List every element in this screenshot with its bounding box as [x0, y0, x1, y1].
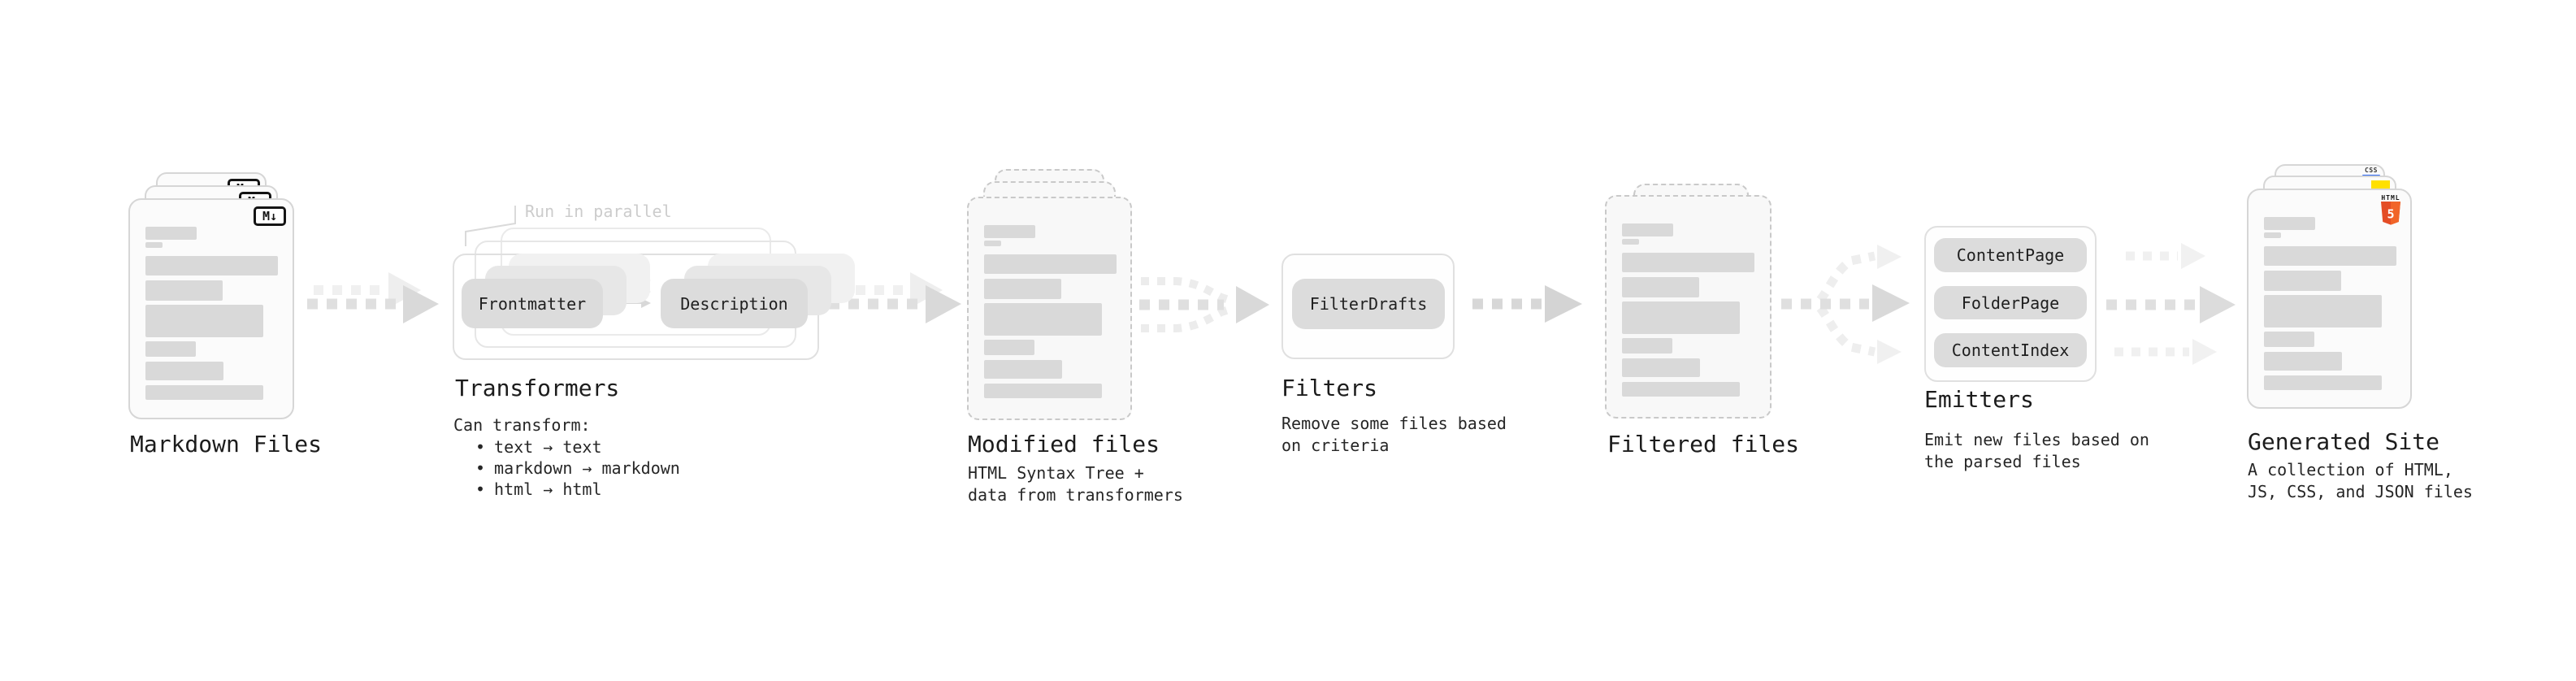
emitters-description-line: the parsed files	[1924, 452, 2081, 471]
transformers-bullet: • markdown → markdown	[475, 460, 680, 476]
site-card-front: HTML 5	[2247, 189, 2412, 409]
skeleton-line	[145, 256, 278, 275]
skeleton-line	[1622, 223, 1673, 236]
skeleton-line	[984, 360, 1062, 379]
dashed-file-card-front	[1605, 195, 1772, 419]
skeleton-line	[984, 254, 1117, 274]
node-transformers: Run in parallel Frontmatter Description …	[453, 202, 855, 512]
filterdrafts-pill: FilterDrafts	[1292, 279, 1445, 329]
file-card-front: M↓	[128, 198, 294, 419]
skeleton-line	[2264, 217, 2315, 230]
transformers-bullet: • text → text	[475, 439, 602, 455]
skeleton-line	[1622, 338, 1672, 354]
skeleton-line	[2264, 332, 2314, 347]
node-modified-files: Modified files HTML Syntax Tree + data f…	[967, 169, 1195, 510]
modified-files-label: Modified files	[968, 431, 1160, 458]
frontmatter-pill: Frontmatter	[462, 279, 603, 328]
skeleton-line	[984, 279, 1061, 299]
skeleton-line	[145, 362, 223, 380]
skeleton-line	[984, 340, 1034, 355]
skeleton-line	[2264, 232, 2281, 238]
skeleton-line	[984, 384, 1102, 398]
bullet-text: html → html	[494, 479, 602, 499]
skeleton-line	[2264, 271, 2341, 291]
modified-files-description-line: HTML Syntax Tree +	[968, 463, 1144, 483]
skeleton-line	[1622, 239, 1639, 245]
node-filters: FilterDrafts Filters Remove some files b…	[1281, 254, 1517, 465]
generated-site-description-line: A collection of HTML,	[2248, 460, 2453, 479]
skeleton-line	[145, 305, 263, 337]
emitters-label: Emitters	[1924, 386, 2034, 413]
skeleton-line	[145, 385, 263, 400]
skeleton-line	[145, 341, 196, 357]
transformers-label: Transformers	[455, 375, 620, 401]
skeleton-line	[1622, 301, 1740, 334]
html5-shield-icon: 5	[2381, 202, 2400, 225]
css-icon-label: CSS	[2365, 167, 2378, 174]
filters-description-line: on criteria	[1281, 436, 1390, 455]
emitters-description-line: Emit new files based on	[1924, 430, 2149, 449]
contentindex-pill: ContentIndex	[1934, 333, 2087, 367]
skeleton-line	[1622, 253, 1754, 272]
svg-text:5: 5	[2387, 207, 2394, 222]
markdown-files-label: Markdown Files	[130, 431, 323, 458]
description-pill: Description	[661, 279, 808, 328]
node-filtered-files: Filtered files	[1605, 184, 1816, 476]
node-markdown-files: M↓ M↓ M↓ Markdown Files	[128, 172, 332, 481]
skeleton-line	[145, 242, 163, 248]
markdown-icon: M↓	[254, 206, 286, 226]
dashed-file-card-front	[967, 197, 1132, 420]
skeleton-line	[984, 241, 1001, 246]
skeleton-line	[2264, 295, 2382, 327]
bullet-text: text → text	[494, 437, 602, 457]
filtered-files-label: Filtered files	[1607, 431, 1800, 458]
transformers-description-title: Can transform:	[453, 415, 591, 435]
filters-description-line: Remove some files based	[1281, 414, 1507, 433]
skeleton-line	[984, 303, 1102, 336]
skeleton-line	[1622, 382, 1740, 397]
node-generated-site: CSS HTML 5 Generated	[2247, 164, 2473, 514]
javascript-icon	[2371, 180, 2390, 189]
bullet-dot: •	[475, 437, 486, 457]
skeleton-line	[1622, 277, 1699, 297]
transformers-bullet: • html → html	[475, 481, 602, 497]
modified-files-description-line: data from transformers	[968, 485, 1183, 505]
skeleton-line	[2264, 375, 2382, 390]
run-in-parallel-annotation: Run in parallel	[525, 202, 672, 221]
generated-site-description-line: JS, CSS, and JSON files	[2248, 482, 2473, 501]
filters-label: Filters	[1281, 375, 1378, 401]
html5-icon: HTML 5	[2379, 194, 2402, 229]
bullet-text: markdown → markdown	[494, 458, 680, 478]
skeleton-line	[2264, 352, 2342, 371]
html5-icon-label: HTML	[2381, 194, 2400, 202]
contentpage-pill: ContentPage	[1934, 238, 2087, 272]
skeleton-line	[984, 225, 1035, 238]
skeleton-line	[1622, 358, 1700, 377]
skeleton-line	[145, 227, 197, 240]
skeleton-line	[2264, 246, 2396, 266]
bullet-dot: •	[475, 479, 486, 499]
generated-site-label: Generated Site	[2248, 428, 2440, 455]
skeleton-line	[145, 280, 223, 301]
node-emitters: ContentPage FolderPage ContentIndex Emit…	[1924, 226, 2168, 486]
bullet-dot: •	[475, 458, 486, 478]
folderpage-pill: FolderPage	[1934, 286, 2087, 319]
